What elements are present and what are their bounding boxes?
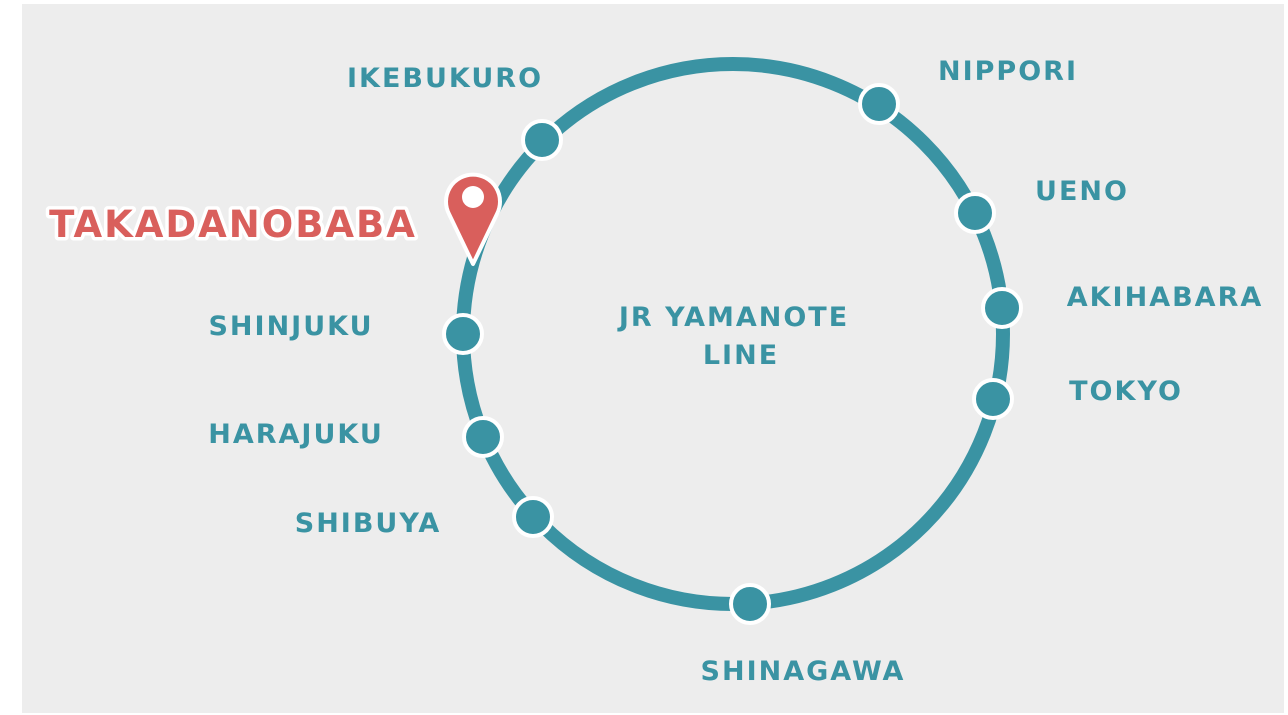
station-label-harajuku: HARAJUKU: [208, 419, 384, 450]
station-label-tokyo: TOKYO: [1069, 376, 1183, 407]
map-pin-icon[interactable]: [444, 172, 502, 266]
line-name-line1: JR YAMANOTE: [617, 302, 849, 333]
station-tokyo[interactable]: [972, 378, 1014, 420]
station-label-shinagawa: SHINAGAWA: [701, 656, 906, 687]
station-label-akihabara: AKIHABARA: [1067, 282, 1264, 313]
station-shinagawa[interactable]: [729, 583, 771, 625]
station-dot[interactable]: [729, 583, 771, 625]
map-pin-hole: [462, 186, 484, 208]
station-dot[interactable]: [521, 119, 563, 161]
station-dot[interactable]: [462, 416, 504, 458]
station-ueno[interactable]: [954, 192, 996, 234]
station-label-shibuya: SHIBUYA: [295, 508, 441, 539]
station-shibuya[interactable]: [512, 496, 554, 538]
station-label-ikebukuro: IKEBUKURO: [347, 63, 543, 94]
station-nippori[interactable]: [858, 83, 900, 125]
station-label-nippori: NIPPORI: [938, 56, 1078, 87]
station-takadanobaba[interactable]: [444, 172, 502, 266]
station-dot[interactable]: [972, 378, 1014, 420]
station-label-ueno: UENO: [1035, 176, 1129, 207]
station-dot[interactable]: [442, 313, 484, 355]
station-ikebukuro[interactable]: [521, 119, 563, 161]
station-dot[interactable]: [981, 287, 1023, 329]
line-name-line2: LINE: [703, 340, 779, 371]
station-dot[interactable]: [954, 192, 996, 234]
station-dot[interactable]: [512, 496, 554, 538]
station-dot[interactable]: [858, 83, 900, 125]
highlight-station-label: TAKADANOBABA: [49, 203, 417, 246]
station-shinjuku[interactable]: [442, 313, 484, 355]
station-harajuku[interactable]: [462, 416, 504, 458]
station-label-shinjuku: SHINJUKU: [208, 311, 373, 342]
station-akihabara[interactable]: [981, 287, 1023, 329]
